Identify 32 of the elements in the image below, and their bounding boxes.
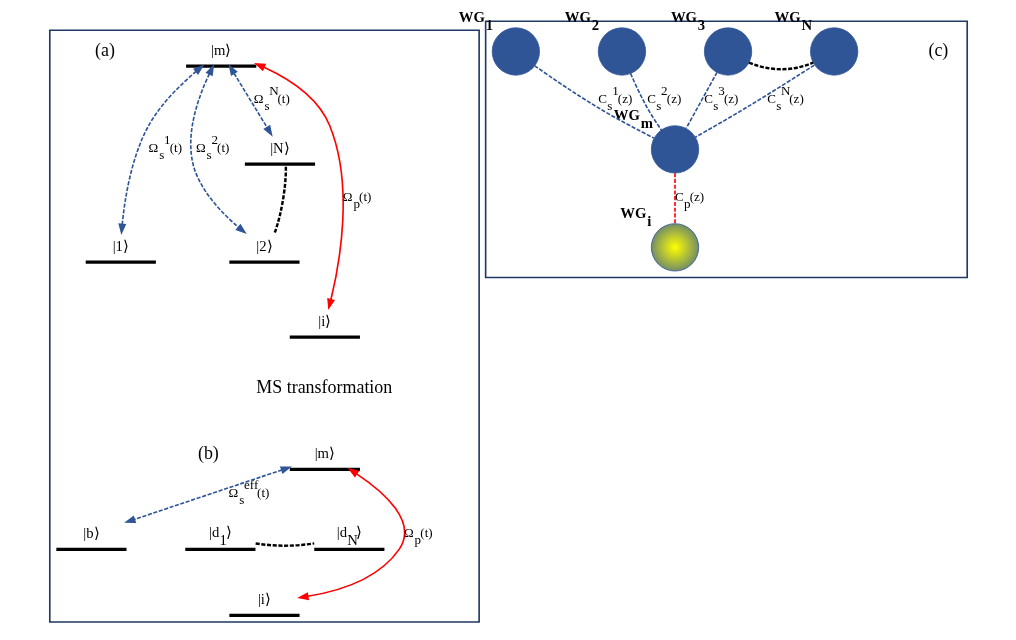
connector <box>748 61 814 71</box>
node-text: |m⟩ <box>210 42 231 59</box>
arrow <box>123 466 292 523</box>
connector <box>684 71 718 130</box>
node-text: |m⟩ <box>314 445 335 462</box>
connector <box>694 64 815 138</box>
connector <box>673 172 676 225</box>
arrow <box>227 64 273 137</box>
node-text: |1⟩ <box>112 237 129 254</box>
arrow <box>189 64 247 235</box>
node-circle <box>597 27 646 76</box>
label: (a) <box>94 40 115 61</box>
node-circle <box>491 27 540 76</box>
cluster <box>484 20 968 279</box>
connector <box>533 65 655 139</box>
label: (b) <box>197 443 219 464</box>
node-text: |i⟩ <box>317 313 331 330</box>
node-text: |b⟩ <box>82 525 100 542</box>
arrow <box>296 468 405 601</box>
node-text: |N⟩ <box>269 140 290 157</box>
arrow <box>253 62 344 311</box>
connector <box>629 72 662 131</box>
arrow <box>117 64 204 236</box>
cluster <box>48 29 480 623</box>
connector <box>254 542 314 547</box>
label: MS transformation <box>255 377 392 398</box>
connector <box>273 164 287 233</box>
node-text: |i⟩ <box>257 591 271 608</box>
node-circle <box>650 223 699 272</box>
label: (c) <box>927 40 948 61</box>
node-text: |2⟩ <box>255 237 273 254</box>
node-circle <box>703 27 752 76</box>
